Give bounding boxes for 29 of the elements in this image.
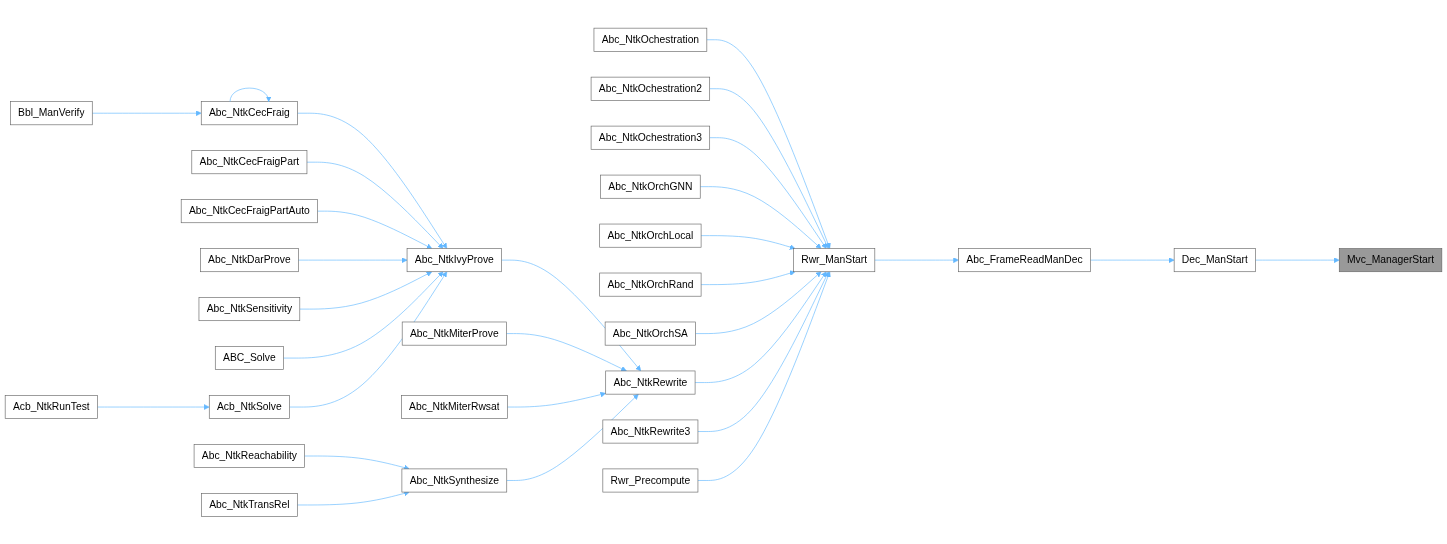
node-box: ABC_Solve [214,345,284,370]
node-box: Bbl_ManVerify [10,100,93,125]
node-box: Abc_NtkOrchGNN [600,174,701,199]
node-box: Abc_NtkMiterProve [401,321,507,346]
node-box: Abc_NtkMiterRwsat [401,394,508,419]
node-box: Abc_NtkOchestration2 [590,76,711,101]
node-box: Abc_NtkOchestration [593,27,708,52]
node-box: Rwr_Precompute [602,468,699,493]
node-box: Abc_NtkCecFraigPart [191,149,308,174]
node-box: Abc_NtkOrchSA [604,321,696,346]
node-box: Abc_NtkOrchRand [599,272,702,297]
node-box: Abc_NtkOchestration3 [590,125,711,150]
node-box: Abc_NtkSensitivity [198,296,301,321]
node-box: Mvc_ManagerStart [1338,247,1443,272]
node-box: Abc_FrameReadManDec [958,247,1091,272]
node-box: Dec_ManStart [1173,247,1256,272]
node-box: Abc_NtkRewrite [605,370,696,395]
node-box: Rwr_ManStart [793,247,876,272]
node-box: Abc_NtkSynthesize [401,468,508,493]
node-box: Abc_NtkCecFraig [200,100,298,125]
node-box: Acb_NtkRunTest [4,394,98,419]
node-box: Abc_NtkCecFraigPartAuto [180,198,318,223]
node-box: Acb_NtkSolve [208,394,290,419]
node-box: Abc_NtkTransRel [201,492,298,517]
node-box: Abc_NtkRewrite3 [602,419,699,444]
node-box: Abc_NtkOrchLocal [599,223,702,248]
node-box: Abc_NtkDarProve [200,247,299,272]
node-box: Abc_NtkReachability [193,443,305,468]
node-box: Abc_NtkIvyProve [406,247,502,272]
